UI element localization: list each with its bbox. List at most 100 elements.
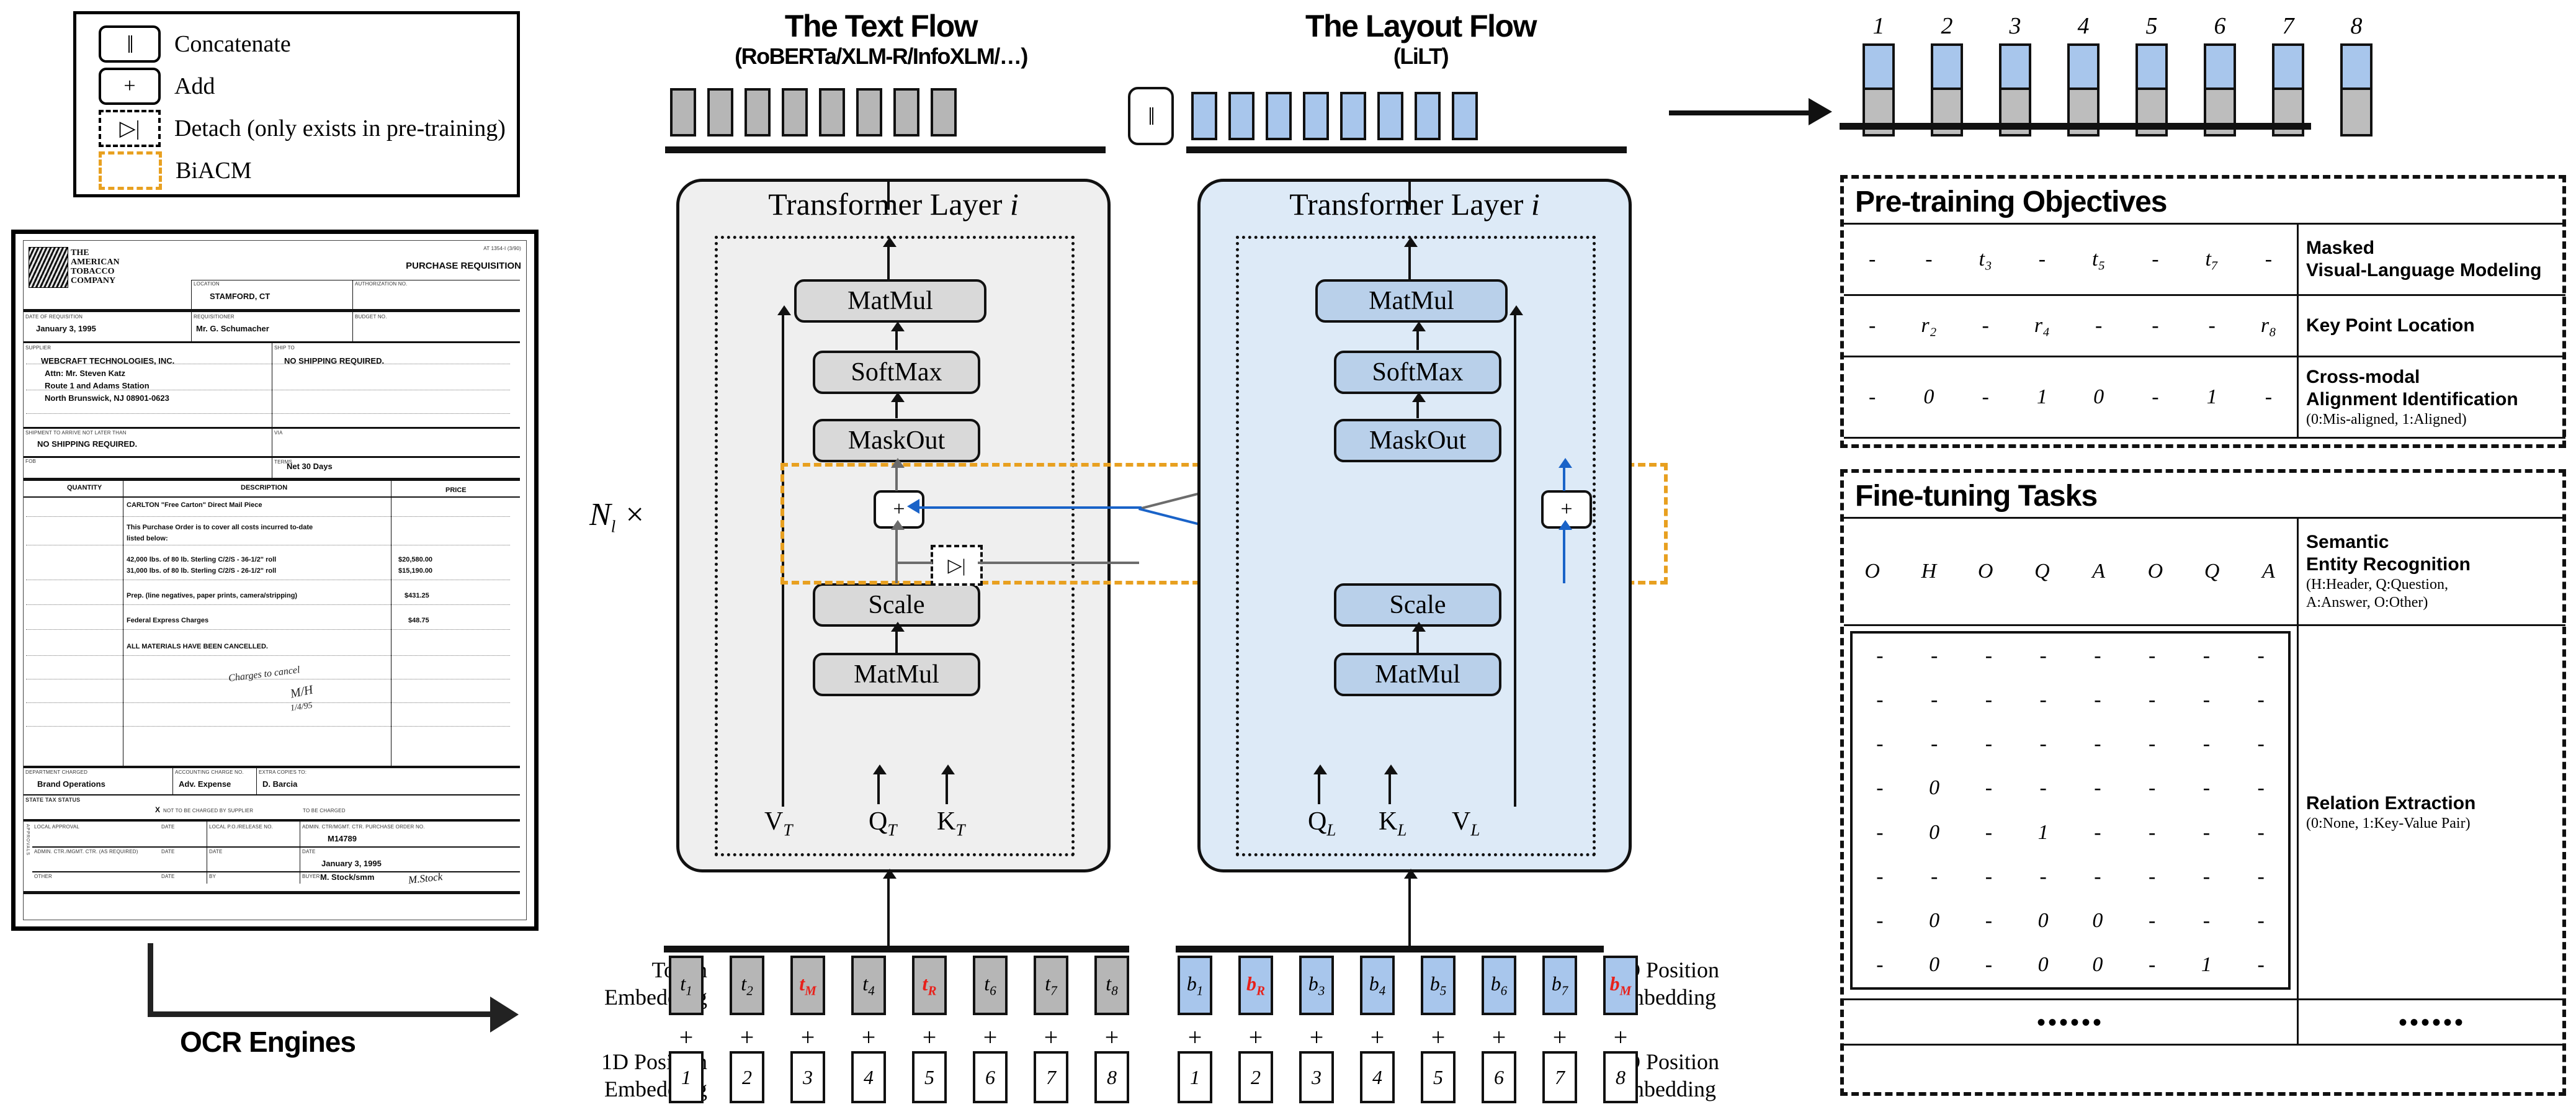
add-icon: + [99, 68, 161, 105]
footer-label-release-no: LOCAL P.O./RELEASE NO. [209, 824, 274, 830]
pretraining-cell: - [1868, 248, 1876, 271]
pretraining-desc-mvlm: Masked Visual-Language Modeling [2306, 238, 2542, 280]
text-plus-symbol: + [861, 1023, 876, 1051]
text-output-token-strip [670, 88, 957, 137]
line-item-desc-7: ALL MATERIALS HAVE BEEN CANCELLED. [127, 643, 268, 650]
re-matrix-cell: - [2257, 909, 2265, 933]
text-panel-out-line [887, 179, 890, 210]
layout-token-cell: b5 [1421, 956, 1456, 1015]
pretraining-cell: t₅ [2091, 248, 2106, 271]
re-matrix-cell: - [2148, 732, 2156, 756]
field-label-date-requisition: DATE OF REQUISITION [25, 314, 83, 320]
text-op-scale: Scale [813, 583, 980, 627]
re-matrix-cell: 0 [1929, 953, 1940, 977]
re-matrix-cell: - [2203, 820, 2211, 844]
re-matrix-cell: - [1930, 732, 1938, 756]
ser-description: Semantic Entity Recognition (H:Header, Q… [2306, 532, 2471, 611]
line-item-price-3: $20,580.00 [398, 556, 433, 563]
layout-output-token-strip [1191, 92, 1478, 140]
re-matrix-row: -0------ [1853, 776, 2288, 800]
re-matrix-cell: 0 [2037, 953, 2049, 977]
layout-op-matmul-bottom: MatMul [1334, 653, 1501, 696]
output-bar-index: 4 [2077, 13, 2090, 39]
layout-query-arrow [1318, 769, 1320, 804]
re-matrix-cell: - [2257, 820, 2265, 844]
pretraining-cell: - [2038, 248, 2046, 271]
re-matrix-cell: - [1876, 643, 1884, 667]
layout-plus-row: ++++++++ [1178, 1023, 1638, 1052]
pretraining-objectives-title: Pre-training Objectives [1855, 186, 2168, 218]
ellipsis-left: •••••• [2036, 1008, 2104, 1036]
pretraining-row-kpl: -r₂-r₄---r₈ Key Point Location [1844, 294, 2565, 357]
footer-label-date-1: DATE [161, 824, 175, 830]
re-matrix-cell: - [2203, 643, 2211, 667]
layout-transformer-layer-title: Transformer Layer i [1289, 187, 1540, 222]
pretraining-cell: 1 [2036, 385, 2047, 408]
text-op-maskout: MaskOut [813, 419, 980, 462]
output-bar-layout-part [2001, 46, 2029, 90]
layout-position-cell: 1 [1178, 1051, 1212, 1103]
finetuning-row-re: -------------------------0-------0-1----… [1844, 624, 2565, 1000]
layout-arrowhead-matmul-scale [1412, 622, 1426, 632]
field-label-arrive: SHIPMENT TO ARRIVE NOT LATER THAN [25, 430, 127, 436]
layout-key-sub: L [1397, 820, 1407, 840]
layout-op-maskout: MaskOut [1334, 419, 1501, 462]
layout-position-cell: 7 [1542, 1051, 1577, 1103]
line-item-price-4: $15,190.00 [398, 567, 433, 575]
re-matrix-cell: 0 [2092, 909, 2103, 933]
output-arrow-line [1669, 110, 1812, 115]
output-bar-index: 7 [2282, 13, 2294, 39]
footer-label-date-2: DATE [161, 849, 175, 854]
text-detach-in-line [895, 562, 932, 564]
layout-output-token [1191, 92, 1217, 140]
layout-plus-symbol: + [1309, 1023, 1324, 1051]
layout-token-cell: bR [1238, 956, 1273, 1015]
pretraining-cell: - [1982, 385, 1989, 408]
layout-op-scale: Scale [1334, 583, 1501, 627]
layout-embedding-to-panel-arrowhead [1404, 869, 1418, 879]
re-matrix-cell: 0 [1929, 820, 1940, 844]
legend-item-detach: ▷| Detach (only exists in pre-training) [99, 107, 517, 150]
footer-label-copies: EXTRA COPIES TO: [259, 769, 307, 775]
layout-scale-to-add-line [1563, 524, 1565, 583]
output-bar [2340, 43, 2373, 137]
pretraining-cell: - [2208, 314, 2216, 337]
field-label-location: LOCATION [194, 281, 220, 287]
handwritten-initials: M/H [289, 683, 315, 701]
pretraining-cell: - [1868, 385, 1876, 408]
text-key-label: KT [937, 807, 965, 840]
ser-cell: Q [2204, 560, 2220, 583]
text-output-token [893, 88, 919, 137]
footer-value-acct: Adv. Expense [179, 779, 231, 789]
layout-value-arrowhead [1509, 305, 1523, 315]
line-item-desc-6: Federal Express Charges [127, 617, 209, 624]
pretraining-cell: 0 [1923, 385, 1934, 408]
text-flow-output-rail [665, 146, 1106, 153]
footer-label-acct: ACCOUNTING CHARGE NO. [175, 769, 244, 775]
layout-scale-to-add-arrowhead [1559, 520, 1572, 530]
pretraining-cell: - [2152, 314, 2159, 337]
layout-value-label: VL [1452, 807, 1480, 840]
text-value-arrowhead [777, 305, 791, 315]
footer-label-not-charged: NOT TO BE CHARGED BY SUPPLIER [163, 808, 254, 813]
layout-plus-symbol: + [1552, 1023, 1567, 1051]
text-output-token [782, 88, 808, 137]
text-output-token [707, 88, 733, 137]
layout-matmul-out-arrow [1404, 237, 1418, 247]
text-query-sub: T [887, 820, 897, 840]
layout-op-matmul-top: MatMul [1315, 279, 1508, 323]
line-item-price-5: $431.25 [405, 592, 429, 599]
layout-position-cell: 5 [1421, 1051, 1456, 1103]
layout-key-arrow [1389, 769, 1391, 804]
re-matrix-cell: - [2094, 732, 2101, 756]
text-plus-symbol: + [1104, 1023, 1119, 1051]
text-flow-title: The Text Flow (RoBERTa/XLM-R/InfoXLM/…) [658, 10, 1104, 69]
re-description: Relation Extraction (0:None, 1:Key-Value… [2306, 792, 2476, 831]
legend-item-add: + Add [99, 65, 517, 107]
layout-token-cell: b7 [1542, 956, 1577, 1015]
output-bar-layout-part [2343, 46, 2370, 90]
text-op-softmax: SoftMax [813, 351, 980, 394]
footer-label-po-no: ADMIN. CTR/MGMT. CTR. PURCHASE ORDER NO. [302, 824, 425, 830]
